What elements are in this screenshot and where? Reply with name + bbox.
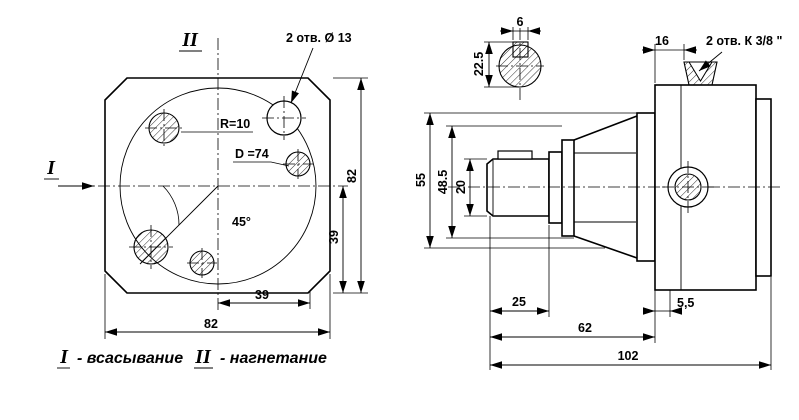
legend-suction-symbol: I: [59, 346, 69, 368]
side-port: [662, 161, 714, 213]
shaft: [486, 158, 550, 217]
legend: I - всасывание II - нагнетание: [57, 346, 327, 369]
side-view: 6 22.5 16 2 отв. К 3/8 " 55 48.5 20 25 5…: [414, 15, 782, 370]
mount-hole-top-right: [262, 96, 306, 140]
legend-suction-text: - всасывание: [77, 350, 183, 367]
dim-body-height: 55: [414, 173, 428, 187]
front-centerlines: [58, 38, 348, 312]
hole-mid-right: [283, 149, 313, 179]
radius-label: R=10: [220, 117, 250, 131]
diameter-label: D =74: [235, 147, 269, 161]
dim-front-width: 82: [204, 317, 218, 331]
holes-note-text: 2 отв. Ø 13: [286, 31, 352, 45]
dim-step: 5,5: [677, 296, 694, 310]
ports-note-text: 2 отв. К 3/8 ": [706, 34, 782, 48]
front-dimensions: [104, 77, 368, 339]
dim-front-height-half: 39: [327, 230, 341, 244]
dim-shaft-dia: 20: [454, 180, 468, 194]
holes-note-leader: [290, 47, 314, 104]
diameter-leader: [233, 161, 290, 167]
side-length-dimensions: [489, 216, 772, 370]
side-height-dimensions: [424, 112, 637, 249]
shaft-collar: [548, 151, 563, 224]
bell-housing: [573, 115, 638, 259]
hole-top-left: [145, 109, 183, 147]
dim-total-length: 102: [618, 349, 639, 363]
angle-45-construction: [139, 185, 219, 265]
front-view: II I 2 отв. Ø 13 R=10 D =74 45° 82 39 39…: [44, 29, 368, 339]
angle-label: 45°: [232, 215, 251, 229]
dim-shaft-length: 25: [512, 295, 526, 309]
dim-front-width-half: 39: [255, 288, 269, 302]
dim-front-height: 82: [345, 169, 359, 183]
dim-mount-height: 48.5: [436, 170, 450, 194]
mount-hole-bottom-left: [129, 225, 173, 269]
hole-bottom-mid: [187, 248, 217, 278]
section-label-suction: I: [46, 157, 56, 179]
rear-cover: [755, 98, 772, 277]
front-cover: [561, 139, 575, 237]
threaded-port-boss: [683, 61, 718, 86]
dim-flange-thickness: 16: [655, 34, 669, 48]
section-label-discharge: II: [181, 29, 199, 51]
legend-discharge-symbol: II: [194, 346, 212, 368]
legend-discharge-text: - нагнетание: [220, 350, 327, 367]
dim-body-length: 62: [578, 321, 592, 335]
shaft-key: [497, 150, 533, 160]
key-section-detail: [484, 27, 544, 100]
dim-key-width: 6: [517, 15, 524, 29]
dim-key-height: 22.5: [472, 52, 486, 76]
side-top-dimension: [642, 44, 723, 83]
